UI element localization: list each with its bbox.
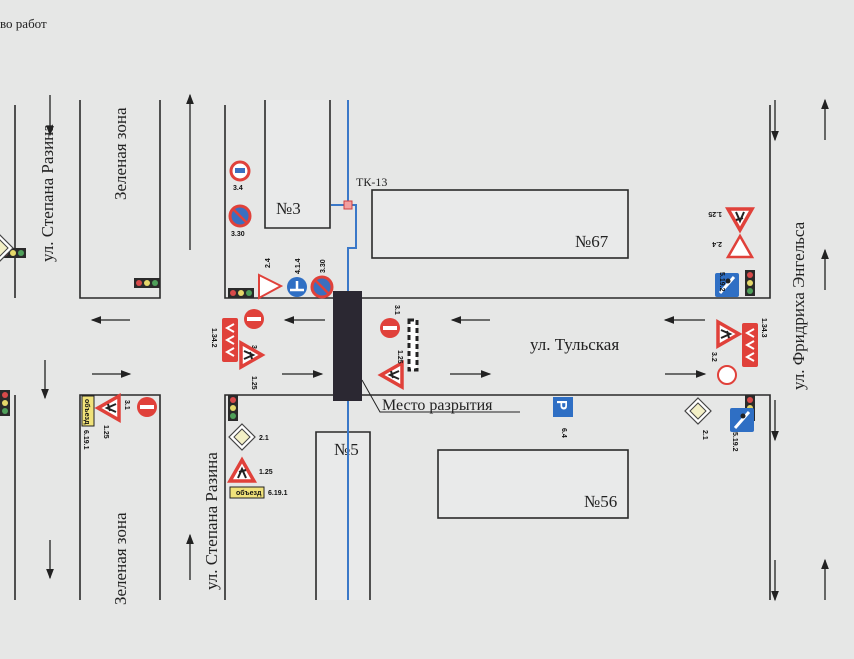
street-name-main: ул. Тульская xyxy=(530,335,619,354)
sign-roadwork-1-25: 1.25 xyxy=(379,350,404,389)
svg-text:2.4: 2.4 xyxy=(265,258,272,268)
sign-detour-4-1-4: 4.1.4 xyxy=(287,258,307,297)
svg-text:1.34.2: 1.34.2 xyxy=(210,328,217,348)
svg-text:6.4: 6.4 xyxy=(560,428,567,438)
chamber-tk13 xyxy=(343,200,353,210)
svg-text:№56: №56 xyxy=(584,492,617,511)
svg-text:3.1: 3.1 xyxy=(393,305,400,315)
svg-text:5.19.2: 5.19.2 xyxy=(731,432,738,452)
header-fragment: во работ xyxy=(0,16,47,31)
excavation-area xyxy=(333,291,362,401)
sign-yield-2-4: 2.4 xyxy=(258,258,284,300)
excavation-leader xyxy=(361,379,520,413)
chamber-label: ТК-13 xyxy=(356,175,387,189)
sign-yield-2-4: 2.4 xyxy=(712,234,754,259)
green-zone-top: Зеленая зона xyxy=(111,107,130,200)
svg-text:2.1: 2.1 xyxy=(259,435,269,442)
sign-pedestrian-crossing-5-19-2: 5.19.2 xyxy=(713,271,741,299)
sign-main-road-2-1: 2.1 xyxy=(684,397,712,440)
sign-no-vehicles-3-4: 3.4 xyxy=(229,160,251,192)
svg-text:6.19.1: 6.19.1 xyxy=(268,490,288,497)
sign-chevron-1-34-2: 1.34.2 xyxy=(210,317,239,363)
street-edges xyxy=(14,100,771,600)
building-3: №3 xyxy=(264,100,331,229)
sign-chevron-1-34-3: 1.34.3 xyxy=(741,318,767,368)
svg-text:3.30: 3.30 xyxy=(320,259,327,273)
traffic-light xyxy=(0,390,10,416)
svg-text:3.4: 3.4 xyxy=(233,185,243,192)
svg-text:1.25: 1.25 xyxy=(259,469,273,476)
traffic-arrows xyxy=(41,93,829,602)
sign-roadwork-1-25: 1.25 xyxy=(96,394,121,439)
sign-no-entry-3-1: 3.1 xyxy=(380,305,400,338)
svg-text:5.19.2: 5.19.2 xyxy=(718,272,725,292)
sign-main-road-2-1: 2.1 xyxy=(228,423,269,451)
svg-text:3.1: 3.1 xyxy=(123,400,130,410)
sign-roadwork-1-25: 1.25 xyxy=(228,458,273,483)
svg-text:2.4: 2.4 xyxy=(712,240,722,247)
svg-text:3.2: 3.2 xyxy=(710,352,717,362)
building-56: №56 xyxy=(437,449,629,519)
street-name-right: ул. Фридриха Энгельса xyxy=(789,221,808,390)
sign-parking-6-4: P 6.4 xyxy=(553,397,573,438)
building-5: №5 xyxy=(315,431,371,600)
sign-roadwork-1-25 xyxy=(716,320,741,348)
sign-pedestrian-crossing-5-19-2: 5.19.2 xyxy=(728,406,756,452)
street-name-left-top: ул. Степана Разина xyxy=(38,124,57,262)
sign-no-entry-3-1: 3.1 xyxy=(123,397,157,417)
sign-detour-plate-6-19-1: объезд 6.19.1 xyxy=(229,486,288,499)
svg-text:№5: №5 xyxy=(334,440,359,459)
svg-text:1.25: 1.25 xyxy=(396,350,403,364)
sign-no-entry-3-2: 3.2 xyxy=(710,352,737,385)
svg-text:6.19.1: 6.19.1 xyxy=(82,430,89,450)
svg-text:1.25: 1.25 xyxy=(708,210,722,217)
green-zone-bottom: Зеленая зона xyxy=(111,512,130,605)
building-67: №67 xyxy=(371,189,629,259)
sign-roadwork-1-25: 1.25 xyxy=(239,341,264,390)
svg-text:2.1: 2.1 xyxy=(701,430,708,440)
svg-text:1.25: 1.25 xyxy=(250,376,257,390)
traffic-light xyxy=(228,288,254,298)
svg-text:№3: №3 xyxy=(276,199,301,218)
sign-no-parking-3-30: 3.30 xyxy=(228,204,252,238)
svg-text:объезд: объезд xyxy=(83,399,91,425)
sign-detour-plate-6-19-1: объезд 6.19.1 xyxy=(81,395,95,450)
barrier-fence xyxy=(407,318,419,372)
street-name-left-bottom: ул. Степана Разина xyxy=(202,452,221,590)
svg-text:1.34.3: 1.34.3 xyxy=(760,318,767,338)
excavation-label: Место разрытия xyxy=(382,397,493,414)
svg-text:3.30: 3.30 xyxy=(231,231,245,238)
sign-roadwork-1-25: 1.25 xyxy=(708,207,754,232)
svg-text:1.25: 1.25 xyxy=(102,425,109,439)
svg-text:объезд: объезд xyxy=(236,489,262,497)
traffic-light xyxy=(134,278,160,288)
svg-text:4.1.4: 4.1.4 xyxy=(295,258,302,274)
svg-text:P: P xyxy=(553,400,570,410)
sign-no-parking-3-30: 3.30 xyxy=(310,259,334,299)
traffic-light xyxy=(745,270,755,296)
traffic-light xyxy=(228,395,238,421)
svg-text:№67: №67 xyxy=(575,232,609,251)
